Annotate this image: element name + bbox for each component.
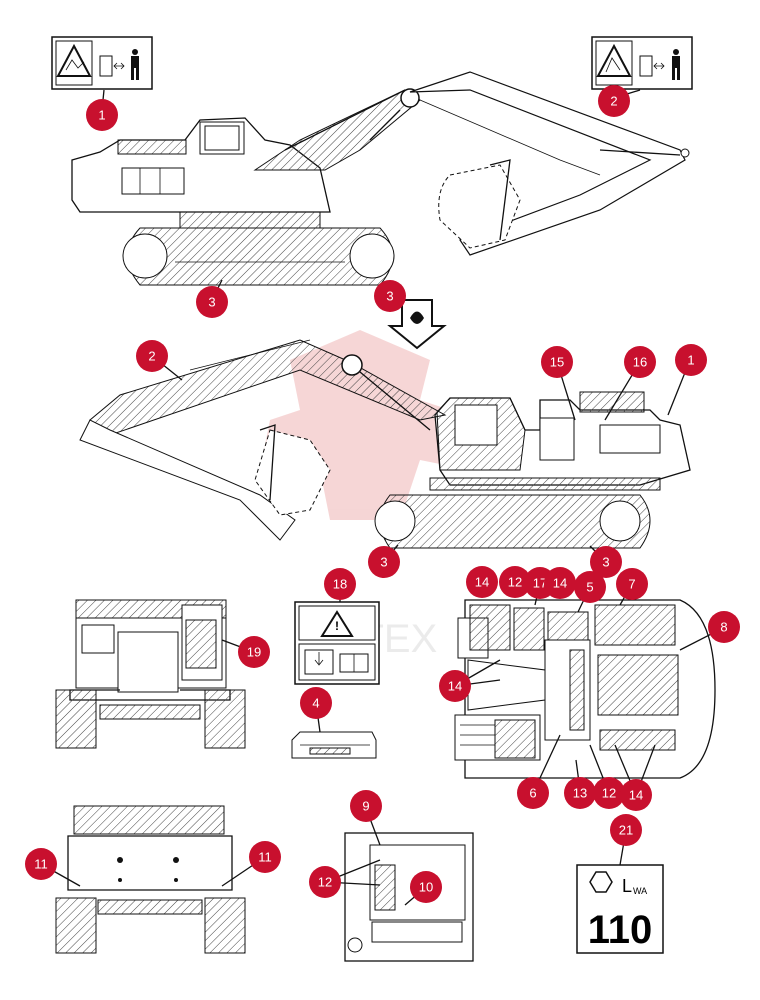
callout-2-top[interactable]: 2	[598, 85, 630, 117]
svg-text:12: 12	[318, 875, 332, 890]
svg-text:21: 21	[619, 823, 633, 838]
warning-decal-fall	[591, 36, 693, 90]
callout-3-arrow[interactable]: 3	[374, 280, 406, 312]
callout-14-top-a[interactable]: 14	[466, 566, 498, 598]
callout-13[interactable]: 13	[564, 777, 596, 809]
callout-16[interactable]: 16	[624, 346, 656, 378]
svg-text:14: 14	[448, 679, 462, 694]
read-manual-decal: !	[294, 601, 380, 685]
excavator-side-view-right	[79, 339, 691, 549]
lwa-value: 110	[588, 908, 653, 952]
svg-text:5: 5	[586, 580, 593, 595]
svg-text:11: 11	[34, 857, 48, 872]
callout-19[interactable]: 19	[238, 636, 270, 668]
svg-text:10: 10	[419, 880, 433, 895]
excavator-side-view-left	[71, 71, 690, 286]
cab-interior-view	[344, 832, 474, 962]
callout-markers: 1 2 3 3 2 15 16 1 3 3 18 19 4 14 12 17 1…	[25, 85, 740, 903]
callout-7[interactable]: 7	[616, 568, 648, 600]
svg-text:8: 8	[720, 620, 727, 635]
callout-21[interactable]: 21	[610, 814, 642, 846]
callout-14-top-b[interactable]: 14	[544, 567, 576, 599]
callout-8[interactable]: 8	[708, 611, 740, 643]
svg-text:2: 2	[610, 94, 617, 109]
callout-2-middle[interactable]: 2	[136, 340, 168, 372]
callout-3-middle-right[interactable]: 3	[590, 546, 622, 578]
svg-text:3: 3	[380, 555, 387, 570]
callout-15[interactable]: 15	[541, 346, 573, 378]
callout-6[interactable]: 6	[517, 777, 549, 809]
svg-text:1: 1	[98, 108, 105, 123]
svg-text:3: 3	[386, 289, 393, 304]
svg-text:11: 11	[258, 850, 272, 865]
excavator-front-view	[55, 599, 246, 749]
svg-text:12: 12	[602, 786, 616, 801]
excavator-top-view	[454, 599, 716, 779]
callout-14-bottom[interactable]: 14	[620, 779, 652, 811]
svg-text:9: 9	[362, 799, 369, 814]
callout-11-right[interactable]: 11	[249, 841, 281, 873]
callout-11-left[interactable]: 11	[25, 848, 57, 880]
callout-1-top[interactable]: 1	[86, 99, 118, 131]
callout-9[interactable]: 9	[350, 790, 382, 822]
warning-decal-crush	[51, 36, 153, 90]
battery-box-outline	[291, 731, 377, 759]
svg-text:14: 14	[553, 576, 567, 591]
callout-3-middle-left[interactable]: 3	[368, 546, 400, 578]
callout-5[interactable]: 5	[574, 571, 606, 603]
lwa-subscript: WA	[633, 886, 647, 896]
svg-text:16: 16	[633, 355, 647, 370]
excavator-rear-view	[55, 805, 246, 954]
svg-text:!: !	[335, 619, 339, 633]
lwa-label: L	[622, 876, 632, 896]
callout-3-top[interactable]: 3	[196, 286, 228, 318]
callout-10[interactable]: 10	[410, 871, 442, 903]
svg-text:12: 12	[508, 575, 522, 590]
svg-text:15: 15	[550, 355, 564, 370]
callout-12-bottom[interactable]: 12	[593, 777, 625, 809]
svg-text:3: 3	[602, 555, 609, 570]
svg-text:1: 1	[687, 353, 694, 368]
callout-4[interactable]: 4	[300, 687, 332, 719]
callout-12-cab[interactable]: 12	[309, 866, 341, 898]
callout-14-left[interactable]: 14	[439, 670, 471, 702]
svg-text:18: 18	[333, 577, 347, 592]
svg-text:19: 19	[247, 645, 261, 660]
svg-text:3: 3	[208, 295, 215, 310]
sound-power-decal: L WA 110	[576, 864, 664, 954]
svg-text:4: 4	[312, 696, 319, 711]
callout-18[interactable]: 18	[324, 568, 356, 600]
svg-text:2: 2	[148, 349, 155, 364]
svg-text:6: 6	[529, 786, 536, 801]
svg-text:17: 17	[533, 576, 547, 591]
rotate-arrow-icon	[387, 299, 447, 350]
svg-text:13: 13	[573, 786, 587, 801]
svg-text:14: 14	[475, 575, 489, 590]
svg-text:7: 7	[628, 577, 635, 592]
svg-text:14: 14	[629, 788, 643, 803]
callout-12-top[interactable]: 12	[499, 566, 531, 598]
callout-1-middle[interactable]: 1	[675, 344, 707, 376]
